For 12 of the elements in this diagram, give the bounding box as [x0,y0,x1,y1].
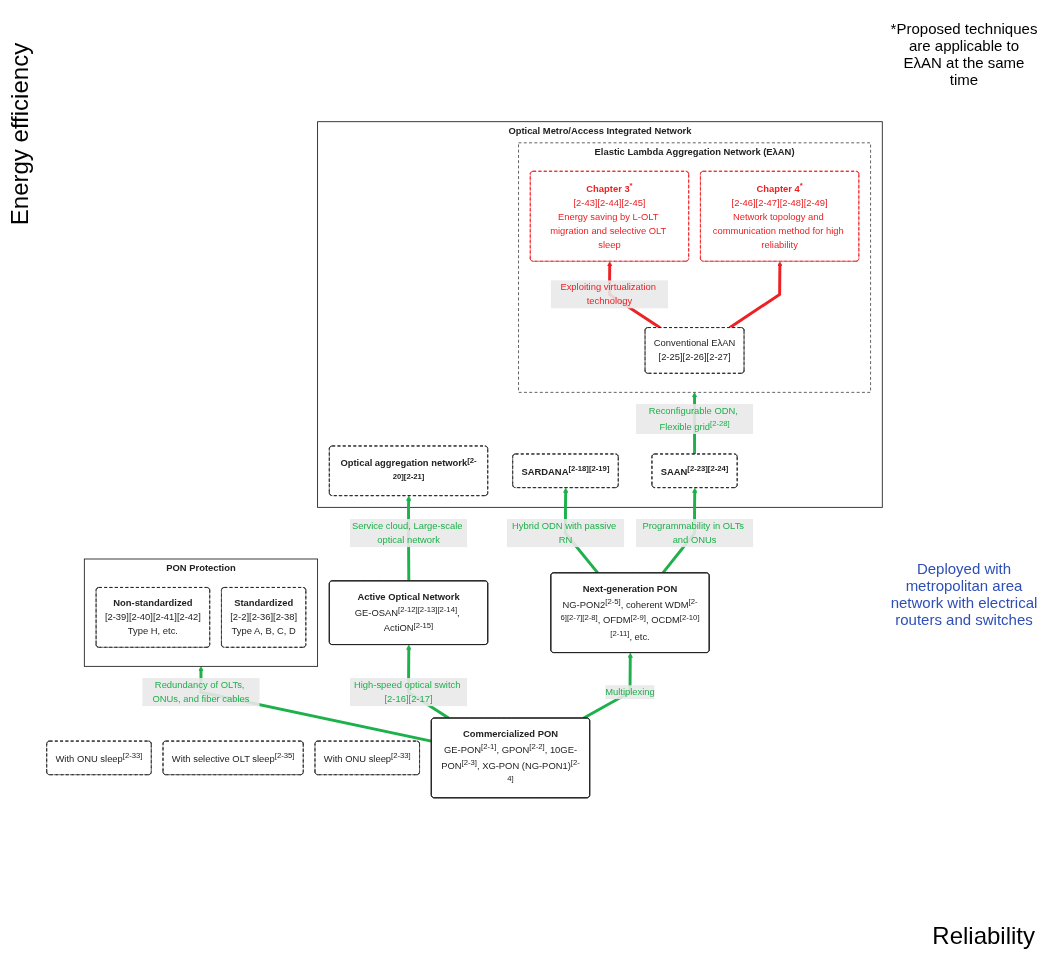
footnote: *Proposed techniques are applicable to EλAN at the same time [889,20,1039,88]
edge-label: Hybrid ODN with passive RN [511,521,617,546]
bracket-note: Deployed with metropolitan area network with electrical routers and switches [889,560,1039,628]
edge-label: Redundancy of OLTs, ONUs, and fiber cables [152,680,250,705]
axis-label: Reliability [932,922,1035,950]
edge-label: Multiplexing [605,687,655,698]
edge-label: High-speed optical switch [2-16][2-17] [353,680,461,705]
edge-label: Programmability in OLTs and ONUs [642,521,745,546]
edge-label: Reconfigurable ODN, Flexible grid$^{[2-28]}$ [648,406,738,433]
edge-label: Exploiting virtualization technology [560,282,656,307]
edge-label: Service cloud, Large-scale optical network [351,521,463,546]
axis-label: Energy efficiency [6,41,34,228]
